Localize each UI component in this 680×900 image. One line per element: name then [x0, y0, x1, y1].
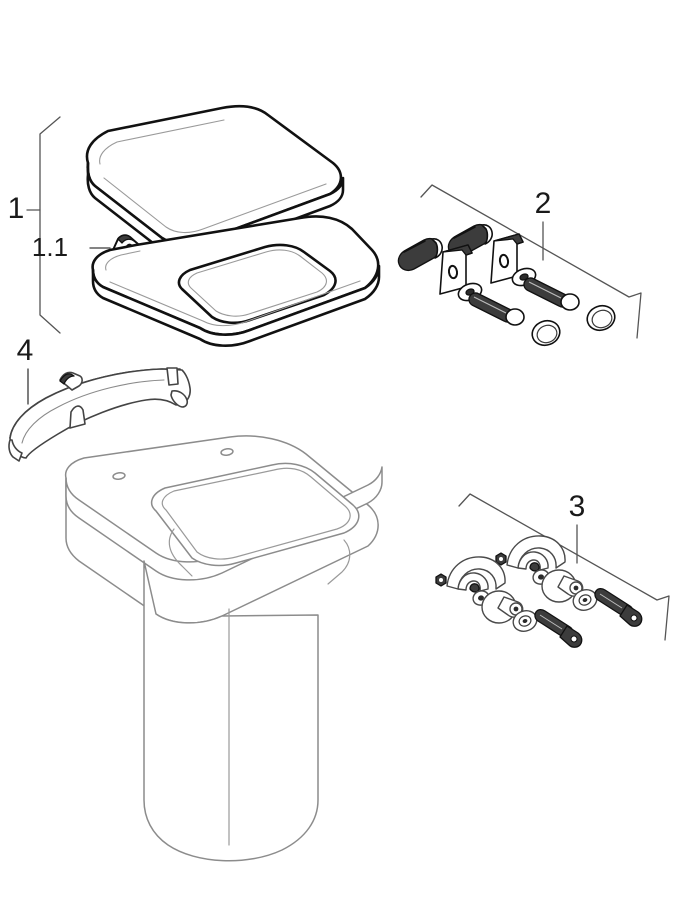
- small-washer-left-hole: [478, 595, 484, 601]
- screw-left: [534, 608, 583, 648]
- pan-rim-edge: [65, 466, 383, 581]
- rim-gasket-fin: [69, 405, 86, 429]
- screw-right-highlight: [599, 593, 623, 609]
- seat-ring-edge: [91, 264, 381, 347]
- callout-1-brace: [26, 116, 61, 334]
- part-2-fixing-set: [397, 224, 616, 347]
- curved-cover-cap-left: [446, 556, 506, 593]
- rim-gasket-end-right: [170, 390, 189, 408]
- spacer-bush-right-hole: [573, 585, 579, 591]
- pan-bowl-wall-right: [327, 539, 351, 585]
- part-seat-cover-lid: [85, 104, 345, 258]
- small-nut-left-hole: [439, 578, 443, 582]
- seat-ring-opening-inner: [187, 249, 327, 317]
- rim-gasket-tab-right: [166, 367, 179, 386]
- rim-gasket-end-left: [8, 439, 23, 462]
- pan-bowl-opening-inner: [161, 467, 351, 560]
- callout-2-label: 2: [535, 187, 552, 220]
- cover-lid-highlight-1: [99, 119, 225, 165]
- screw-right-drive: [630, 614, 638, 622]
- dowel-pin-left-highlight: [403, 240, 426, 253]
- part-seat-ring: [91, 215, 381, 347]
- callout-2-brace-path: [420, 184, 642, 339]
- pan-fixing-hole-right: [220, 447, 234, 457]
- spacer-bush-left-hole: [513, 606, 519, 612]
- bolt-left: [468, 292, 525, 326]
- seat-ring-highlight-1: [105, 250, 141, 271]
- washer-big-left: [512, 610, 538, 632]
- bolt-left-head: [505, 308, 525, 326]
- callout-1-brace-path: [39, 116, 61, 334]
- cap-cover-right-inner: [591, 309, 613, 329]
- rim-gasket-highlight: [21, 379, 165, 444]
- cover-lid-highlight-2: [103, 177, 327, 234]
- small-washer-right-hole: [538, 574, 544, 580]
- callout-4-label: 4: [17, 334, 34, 367]
- callout-3-brace: [458, 493, 670, 641]
- spacer-bush-left: [481, 590, 524, 624]
- seat-ring-highlight-2: [109, 280, 361, 327]
- bolt-left-highlight: [473, 296, 507, 314]
- cap-cover-left: [531, 319, 561, 347]
- cap-cover-left-inner: [536, 324, 558, 344]
- cover-lid-edge: [86, 161, 345, 258]
- callout-1-label: 1: [8, 192, 25, 225]
- rim-gasket-tab-left-shade: [59, 373, 75, 385]
- part-rim-gasket: [8, 367, 191, 462]
- curved-cover-cap-left-core: [469, 583, 480, 593]
- metal-bracket-right-tab: [493, 233, 524, 245]
- part-wc-pan: [64, 435, 383, 862]
- washer-big-left-hole: [522, 618, 528, 624]
- spacer-bush-right: [541, 569, 584, 603]
- washer-big-right-hole: [582, 597, 588, 603]
- pan-bowl-opening: [150, 462, 360, 567]
- bolt-right-highlight: [528, 281, 562, 299]
- screw-left-drive: [570, 635, 578, 643]
- bolt-right-head: [560, 293, 580, 311]
- callout-3-label: 3: [569, 490, 586, 523]
- metal-bracket-right: [490, 233, 524, 284]
- callout-3-brace-path: [458, 493, 670, 641]
- cap-cover-right: [586, 304, 616, 332]
- metal-bracket-left: [439, 244, 473, 295]
- callout-2-brace: [420, 184, 642, 339]
- dowel-pin-left: [397, 238, 443, 271]
- screw-left-highlight: [539, 614, 563, 630]
- pan-pedestal: [143, 560, 319, 862]
- dowel-pin-left-cap: [431, 238, 443, 259]
- dowel-pin-right-highlight: [453, 226, 476, 239]
- metal-bracket-left-tab: [442, 244, 473, 256]
- curved-cover-cap-right-core: [529, 562, 540, 572]
- dowel-pin-right-cap: [481, 224, 493, 245]
- part-3-fixing-set: [435, 535, 643, 648]
- screw-right: [594, 587, 643, 627]
- curved-cover-cap-left-outer: [446, 556, 506, 590]
- small-nut-right-hole: [499, 557, 503, 561]
- pan-bowl-wall-left: [168, 528, 193, 577]
- callout-1-1-label: 1.1: [32, 232, 68, 262]
- screw-right-head: [619, 604, 643, 627]
- small-nut-left: [435, 573, 447, 587]
- metal-bracket-left-slot: [447, 264, 459, 280]
- pan-fixing-hole-left: [112, 471, 126, 481]
- washer-right-hole: [519, 273, 529, 281]
- screw-left-head: [559, 625, 583, 648]
- curved-cover-cap-right-outer: [506, 535, 566, 569]
- metal-bracket-right-slot: [498, 253, 510, 269]
- bolt-right: [523, 277, 580, 311]
- hinge-buffer-shade: [117, 234, 135, 244]
